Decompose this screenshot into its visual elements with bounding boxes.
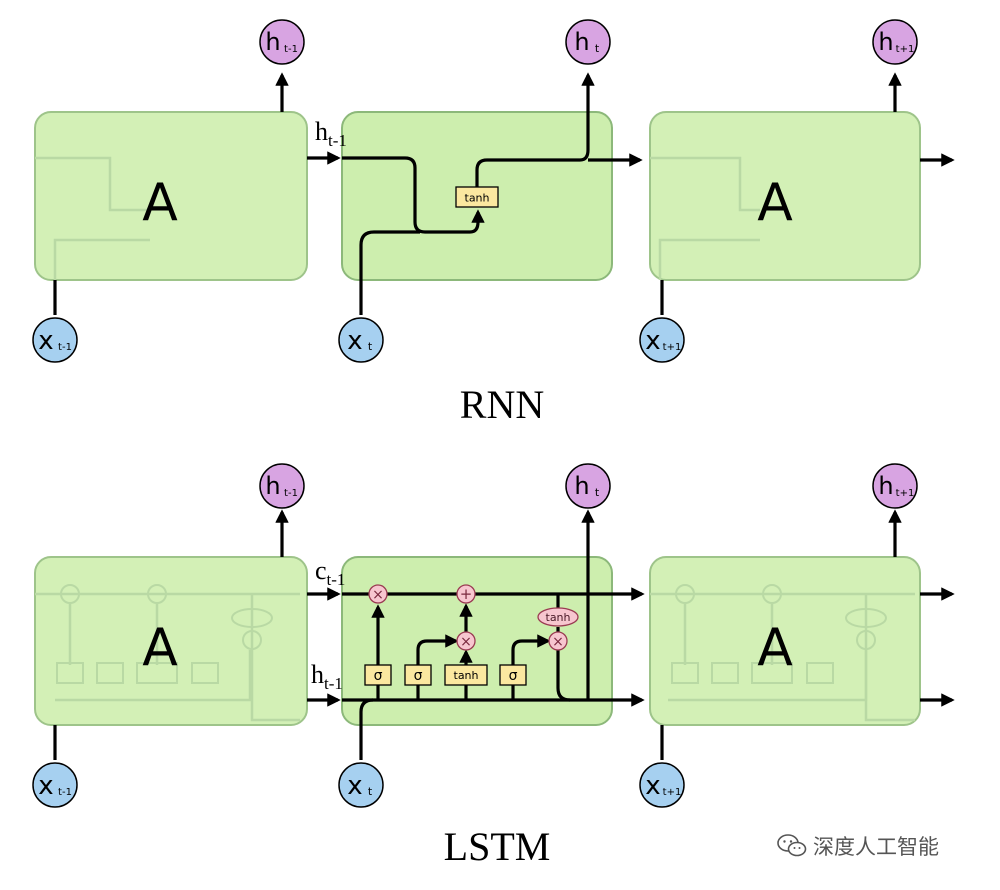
rnn-left-faint-wire	[35, 156, 150, 212]
rnn-tanh-to-output	[475, 72, 595, 188]
svg-text:x: x	[347, 771, 362, 801]
rnn-cell-left-label: A	[142, 173, 178, 233]
svg-text:h: h	[574, 28, 589, 56]
lstm-cell-input-label: ct-1	[315, 556, 345, 589]
svg-text:h: h	[574, 472, 589, 500]
lstm-output-node-3: h t+1	[872, 463, 918, 509]
lstm-forget-multiply-op: ×	[368, 584, 388, 604]
svg-text:h: h	[265, 28, 280, 56]
rnn-hidden-input-label: ht-1	[315, 117, 347, 150]
rnn-output-node-1: h t-1	[259, 19, 305, 65]
svg-text:h: h	[878, 472, 893, 500]
lstm-input-wire	[359, 698, 374, 760]
lstm-mult-to-hidden	[556, 650, 571, 702]
lstm-add-op: +	[456, 584, 476, 604]
svg-text:h: h	[265, 472, 280, 500]
lstm-input-gate-to-mult	[416, 634, 459, 665]
svg-text:x: x	[645, 326, 660, 356]
rnn-title: RNN	[460, 382, 544, 427]
svg-text:x: x	[347, 326, 362, 356]
svg-text:t: t	[595, 486, 600, 499]
rnn-cell-left	[34, 111, 308, 281]
lstm-input-node-3: x t+1	[639, 762, 685, 808]
svg-text:tanh: tanh	[546, 611, 571, 624]
svg-text:x: x	[38, 326, 53, 356]
lstm-title: LSTM	[444, 824, 551, 869]
svg-text:×: ×	[552, 634, 564, 650]
svg-text:t-1: t-1	[58, 342, 72, 353]
rnn-right-faint-wire-2	[658, 238, 760, 280]
rnn-output-node-3: h t+1	[872, 19, 918, 65]
svg-text:t-1: t-1	[284, 44, 298, 55]
rnn-section: tanh A A ht-1 h t-1 h t h t+1	[32, 19, 955, 427]
lstm-output-gate: σ	[499, 664, 527, 686]
lstm-input-gate: σ	[404, 664, 432, 686]
rnn-input-node-2: x t	[338, 317, 384, 363]
svg-text:t+1: t+1	[896, 44, 915, 55]
svg-text:t+1: t+1	[663, 787, 682, 798]
svg-text:t: t	[595, 42, 600, 55]
svg-text:+: +	[460, 585, 473, 603]
svg-text:h: h	[878, 28, 893, 56]
svg-text:t-1: t-1	[58, 787, 72, 798]
rnn-cell-right-label: A	[757, 173, 793, 233]
rnn-cell-right	[649, 111, 921, 281]
svg-text:tanh: tanh	[454, 669, 479, 682]
lstm-forget-gate: σ	[364, 664, 392, 686]
lstm-candidate-gate: tanh	[444, 664, 488, 686]
rnn-left-faint-wire-2	[53, 238, 150, 280]
rnn-input-node-3: x t+1	[639, 317, 685, 363]
rnn-output-node-2: h t	[565, 19, 611, 65]
lstm-output-node-2: h t	[565, 463, 611, 509]
lstm-output-gate-to-mult	[511, 634, 551, 665]
lstm-input-node-1: x t-1	[32, 762, 78, 808]
lstm-hidden-input-label: ht-1	[311, 660, 343, 693]
rnn-hidden-to-tanh	[342, 156, 485, 234]
watermark-text: 深度人工智能	[813, 835, 939, 859]
svg-text:×: ×	[372, 587, 384, 603]
svg-text:t: t	[368, 340, 373, 353]
svg-text:×: ×	[460, 634, 472, 650]
svg-text:σ: σ	[414, 668, 423, 684]
lstm-output-tanh-op: tanh	[537, 607, 579, 627]
svg-text:x: x	[645, 771, 660, 801]
wechat-icon	[777, 834, 807, 857]
watermark: 深度人工智能	[777, 831, 939, 861]
svg-text:x: x	[38, 771, 53, 801]
svg-text:σ: σ	[374, 668, 383, 684]
svg-text:t+1: t+1	[896, 488, 915, 499]
lstm-output-multiply-op: ×	[548, 631, 568, 651]
lstm-input-multiply-op: ×	[456, 631, 476, 651]
lstm-cell-left-label: A	[142, 618, 178, 678]
rnn-tanh-gate	[455, 186, 499, 208]
lstm-input-node-2: x t	[338, 762, 384, 808]
svg-text:t+1: t+1	[663, 342, 682, 353]
rnn-right-faint-wire	[650, 156, 760, 212]
svg-text:t-1: t-1	[284, 488, 298, 499]
rnn-input-node-1: x t-1	[32, 317, 78, 363]
rnn-tanh-label: tanh	[465, 192, 490, 205]
lstm-output-node-1: h t-1	[259, 463, 305, 509]
rnn-input-to-tanh	[359, 230, 420, 315]
lstm-section: × + × × tanh σ σ tanh	[32, 463, 955, 869]
lstm-right-faint-structure	[650, 584, 915, 722]
svg-text:t: t	[368, 785, 373, 798]
lstm-cell-right-label: A	[757, 618, 793, 678]
svg-text:σ: σ	[509, 668, 518, 684]
lstm-left-faint-structure	[35, 584, 300, 722]
